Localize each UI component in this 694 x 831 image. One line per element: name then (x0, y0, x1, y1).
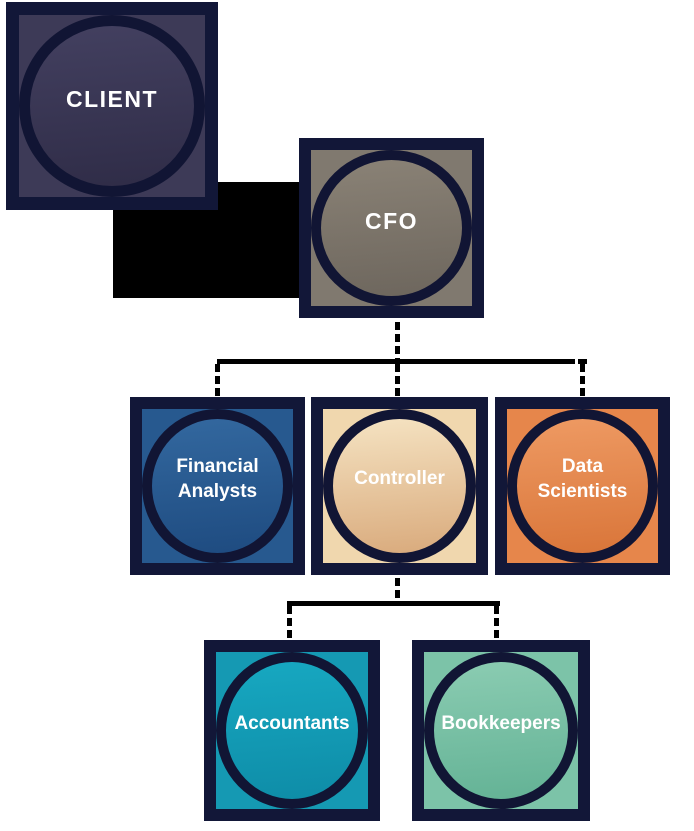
node-cfo-frame: CFO (311, 150, 472, 306)
edge-to-data-scientists-dashed (580, 364, 585, 397)
node-financial-analysts: Financial Analysts (130, 397, 305, 575)
node-cfo-circle: CFO (311, 150, 472, 306)
node-data-scientists-label: Data Scientists (537, 455, 628, 502)
node-bookkeepers: Bookkeepers (412, 640, 590, 821)
node-accountants-frame: Accountants (216, 652, 368, 809)
node-client: CLIENT (6, 2, 218, 210)
node-controller-circle: Controller (323, 409, 476, 563)
node-bookkeepers-frame: Bookkeepers (424, 652, 578, 809)
node-client-frame: CLIENT (19, 15, 205, 197)
node-financial-analysts-circle: Financial Analysts (142, 409, 293, 563)
node-financial-analysts-frame: Financial Analysts (142, 409, 293, 563)
node-controller-frame: Controller (323, 409, 476, 563)
edge-to-accountants-dashed (287, 606, 292, 640)
node-bookkeepers-circle: Bookkeepers (424, 652, 578, 809)
node-controller: Controller (311, 397, 488, 575)
edge-to-financial-analysts-dashed (215, 364, 220, 397)
node-bookkeepers-label: Bookkeepers (441, 712, 561, 734)
edge-to-controller-dashed (395, 364, 400, 397)
node-cfo-label: CFO (364, 207, 419, 234)
edge-row2-horizontal (287, 601, 500, 606)
edge-controller-down-dashed (395, 578, 400, 601)
node-data-scientists-circle: Data Scientists (507, 409, 658, 563)
node-data-scientists-frame: Data Scientists (507, 409, 658, 563)
edge-to-bookkeepers-dashed (494, 606, 499, 640)
node-data-scientists: Data Scientists (495, 397, 670, 575)
node-client-circle: CLIENT (19, 15, 205, 197)
edge-row1-horizontal-end-dash (578, 359, 587, 364)
edge-cfo-down-dashed (395, 322, 400, 359)
node-controller-label: Controller (354, 468, 445, 490)
node-cfo: CFO (299, 138, 484, 318)
edge-row1-horizontal (217, 359, 575, 364)
node-accountants-label: Accountants (234, 712, 350, 734)
node-accountants: Accountants (204, 640, 380, 821)
node-client-label: CLIENT (65, 85, 159, 112)
node-accountants-circle: Accountants (216, 652, 368, 809)
node-financial-analysts-label: Financial Analysts (176, 455, 259, 502)
